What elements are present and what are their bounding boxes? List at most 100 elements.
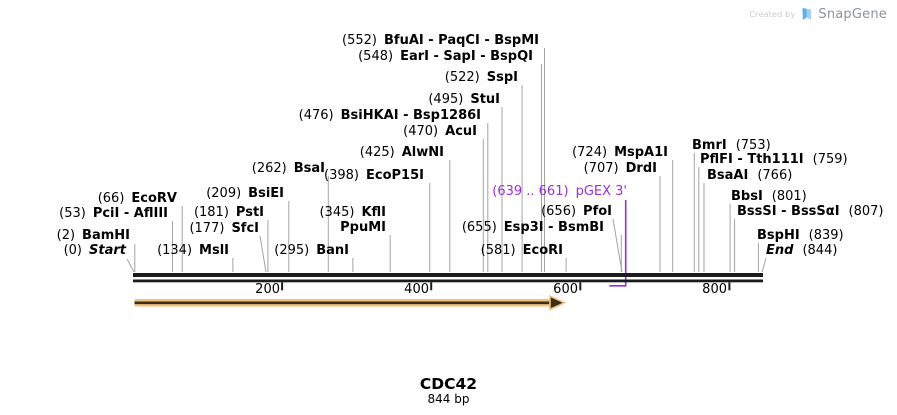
site-label-pfoi[interactable]: (656) PfoI <box>541 204 612 219</box>
site-position: (2) <box>56 228 76 243</box>
site-position: (766) <box>757 168 793 183</box>
site-position: (470) <box>403 124 439 139</box>
site-position: (53) <box>59 206 86 221</box>
ruler-tick-600: 600 <box>553 282 578 297</box>
site-position: (295) <box>274 243 310 258</box>
site-label-esp3i-bsmbi[interactable]: (655) Esp3I - BsmBI <box>462 220 604 235</box>
site-label-bamhi[interactable]: (2) BamHI <box>57 228 130 243</box>
site-position: (548) <box>358 49 394 64</box>
sequence-length: 844 bp <box>427 392 470 406</box>
site-label-bsaai[interactable]: BsaAI (766) <box>707 168 792 183</box>
site-position: (181) <box>193 205 229 220</box>
feature-range: (639 .. 661) <box>492 184 569 199</box>
site-name: End <box>766 243 794 258</box>
site-label-bsihkai-bsp1286i[interactable]: (476) BsiHKAI - Bsp1286I <box>299 108 481 123</box>
site-label-bmri[interactable]: BmrI(753) <box>692 138 771 153</box>
feature-name: pGEX 3' <box>575 184 627 199</box>
site-position: (209) <box>206 186 242 201</box>
site-label-pcii-afliii[interactable]: (53) PciI - AflIII <box>59 206 168 221</box>
site-name: BsaAI <box>707 168 749 183</box>
site-position: (0) <box>63 243 83 258</box>
site-label-ecop15i[interactable]: (398) EcoP15I <box>324 168 424 183</box>
site-position: (425) <box>359 145 395 160</box>
site-name: BspHI <box>757 228 800 243</box>
site-label-bbsi[interactable]: BbsI(801) <box>731 189 807 204</box>
site-position: (753) <box>735 138 771 153</box>
snapgene-wordmark: SnapGene <box>818 7 887 22</box>
site-name: StuI <box>470 92 500 107</box>
site-label-sfci[interactable]: (177)SfcI <box>189 221 259 236</box>
site-name: KflI <box>361 205 386 220</box>
site-position: (495) <box>428 92 464 107</box>
site-position: (844) <box>802 243 838 258</box>
site-name: BsiEI <box>248 186 284 201</box>
site-label-sspi[interactable]: (522)SspI <box>445 70 518 85</box>
site-position: (522) <box>444 70 480 85</box>
site-position: (707) <box>583 161 619 176</box>
site-name: DrdI <box>625 161 657 176</box>
site-label-stui[interactable]: (495) StuI <box>428 92 500 107</box>
site-label-bsai[interactable]: (262)BsaI <box>252 161 325 176</box>
site-position: (476) <box>298 108 334 123</box>
branding: Created by SnapGene <box>749 7 887 22</box>
site-label-ppumi[interactable]: PpuMI <box>340 220 386 235</box>
site-label-start[interactable]: (0)Start <box>64 243 126 258</box>
site-label-mspa1i[interactable]: (724)MspA1I <box>572 145 668 160</box>
site-name: EarI - SapI - BspQI <box>400 49 533 64</box>
site-position: (759) <box>812 152 848 167</box>
site-name: Esp3I - BsmBI <box>503 220 604 235</box>
site-label-acui[interactable]: (470) AcuI <box>403 124 477 139</box>
site-label-alwni[interactable]: (425) AlwNI <box>360 145 444 160</box>
site-name: EcoRV <box>131 191 177 206</box>
snapgene-logo-icon <box>802 8 812 20</box>
site-label-bfuai-paqci-bspmi[interactable]: (552) BfuAI - PaqCI - BspMI <box>342 33 539 48</box>
site-label-bsphi[interactable]: BspHI (839) <box>757 228 844 243</box>
sequence-ruler <box>133 273 763 291</box>
site-name: PflFI - Tth111I <box>700 152 804 167</box>
site-name: EcoP15I <box>366 168 424 183</box>
site-name: PfoI <box>583 204 612 219</box>
site-position: (345) <box>319 205 355 220</box>
site-name: AcuI <box>445 124 477 139</box>
site-position: (134) <box>157 243 193 258</box>
ruler-tick-400: 400 <box>404 282 429 297</box>
site-label-bani[interactable]: (295) BanI <box>274 243 349 258</box>
site-label-eari-sapi-bspqi[interactable]: (548) EarI - SapI - BspQI <box>358 49 533 64</box>
site-name: BfuAI - PaqCI - BspMI <box>384 33 539 48</box>
site-position: (801) <box>771 189 807 204</box>
site-label-bsssi-bsssai[interactable]: BssSI - BssSαI(807) <box>737 204 884 219</box>
site-name: BamHI <box>82 228 130 243</box>
site-label-pflfi-tth111i[interactable]: PflFI - Tth111I (759) <box>700 152 848 167</box>
site-label-end[interactable]: End (844) <box>766 243 837 258</box>
site-name: SfcI <box>231 221 259 236</box>
cds-arrow[interactable] <box>134 294 567 311</box>
site-position: (262) <box>251 161 287 176</box>
site-position: (839) <box>808 228 844 243</box>
feature-label-pgex3[interactable]: (639 .. 661) pGEX 3' <box>492 184 627 199</box>
site-name: BsiHKAI - Bsp1286I <box>340 108 481 123</box>
site-label-ecori[interactable]: (581)EcoRI <box>481 243 563 258</box>
site-label-kfli[interactable]: (345) KflI <box>319 205 386 220</box>
site-label-msli[interactable]: (134) MslI <box>157 243 229 258</box>
site-connector-lines <box>126 48 767 273</box>
site-name: BanI <box>316 243 349 258</box>
site-label-bsiei[interactable]: (209) BsiEI <box>206 186 284 201</box>
site-name: BssSI - BssSαI <box>737 204 840 219</box>
site-position: (656) <box>541 204 577 219</box>
site-name: PciI - AflIII <box>92 206 168 221</box>
site-name: MslI <box>199 243 229 258</box>
site-label-drdi[interactable]: (707) DrdI <box>584 161 657 176</box>
sequence-title: CDC42 <box>419 375 478 393</box>
created-by-text: Created by <box>749 10 796 19</box>
site-position: (655) <box>461 220 497 235</box>
site-label-psti[interactable]: (181) PstI <box>194 205 264 220</box>
site-name: PstI <box>235 205 264 220</box>
site-label-ecorv[interactable]: (66) EcoRV <box>98 191 177 206</box>
site-position: (552) <box>342 33 378 48</box>
site-position: (66) <box>97 191 125 206</box>
site-name: PpuMI <box>340 220 386 235</box>
site-name: AlwNI <box>401 145 444 160</box>
site-position: (398) <box>324 168 360 183</box>
